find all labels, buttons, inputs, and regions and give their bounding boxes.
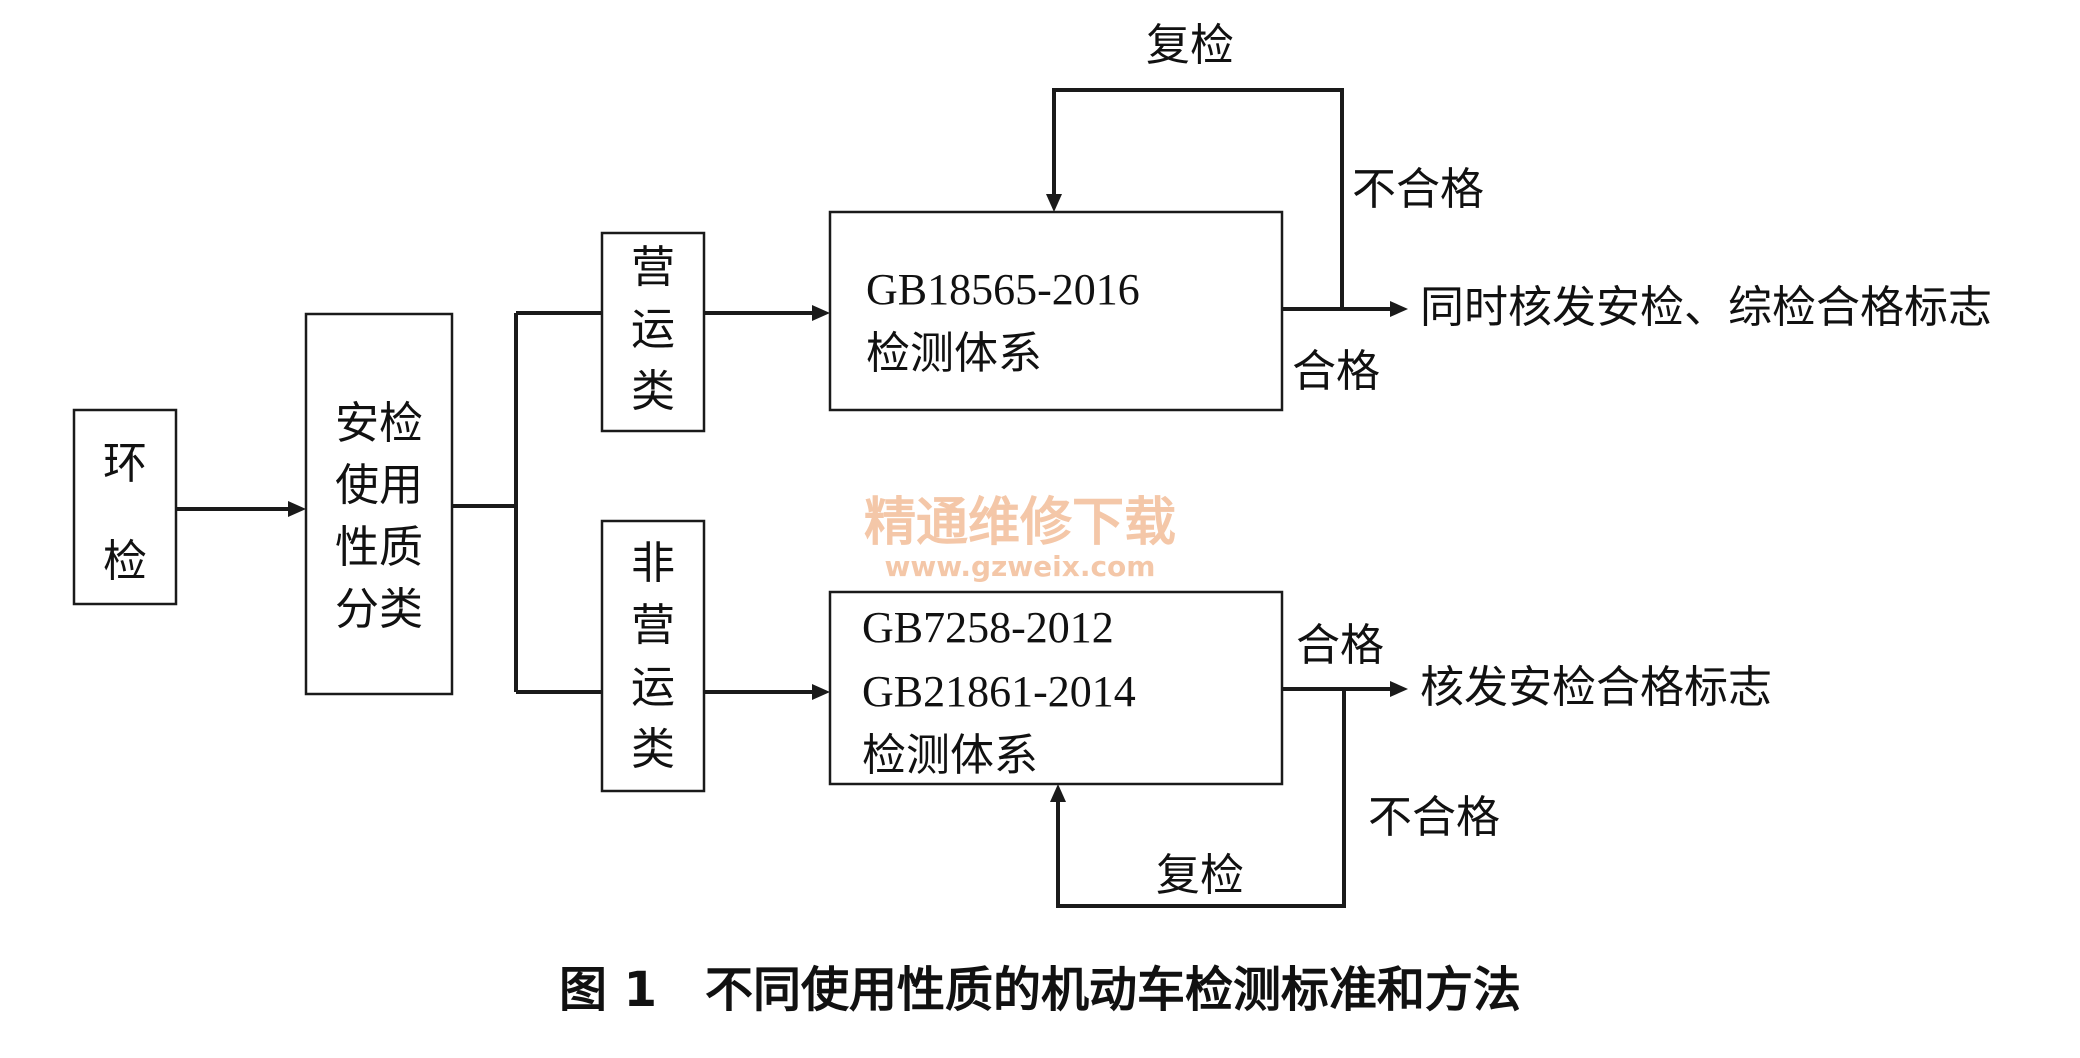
arrowhead	[1046, 194, 1062, 212]
std-top-system: 检测体系	[866, 328, 1042, 379]
label-result-top: 同时核发安检、综检合格标志	[1420, 282, 1992, 333]
noncommercial-char-3: 运	[631, 662, 675, 713]
node-commercial: 营 运 类	[600, 231, 706, 433]
label-fail-top: 不合格	[1352, 164, 1484, 215]
arrowhead	[812, 684, 830, 700]
std-bottom-system: 检测体系	[862, 730, 1038, 781]
arrowhead	[1390, 681, 1408, 697]
label-recheck-top: 复检	[1146, 20, 1234, 71]
watermark-line2: www.gzweix.com	[885, 550, 1156, 583]
arrowhead	[288, 501, 306, 517]
box-std-top	[828, 210, 1284, 412]
box-std-bottom	[828, 590, 1284, 786]
commercial-char-2: 运	[631, 304, 675, 355]
label-pass-top: 合格	[1292, 346, 1380, 397]
std-bottom-code-2: GB21861-2014	[862, 667, 1136, 716]
classify-line-1: 安检	[335, 398, 423, 449]
noncommercial-char-2: 营	[631, 600, 675, 651]
arrowhead	[812, 305, 830, 321]
node-std-top: GB18565-2016 检测体系	[828, 210, 1284, 412]
classify-line-3: 性质	[335, 522, 423, 573]
node-env-check: 环 检	[72, 408, 178, 606]
std-top-code: GB18565-2016	[866, 265, 1140, 314]
label-fail-bottom: 不合格	[1368, 792, 1500, 843]
box-noncommercial	[600, 519, 706, 793]
figure-caption: 图 1 不同使用性质的机动车检测标准和方法	[559, 962, 1521, 1018]
node-std-bottom: GB7258-2012 GB21861-2014 检测体系	[828, 590, 1284, 786]
arrowhead	[1390, 301, 1408, 317]
box-classify	[304, 312, 454, 696]
noncommercial-char-1: 非	[631, 538, 675, 589]
commercial-char-3: 类	[631, 366, 675, 417]
label-recheck-bottom: 复检	[1156, 850, 1244, 901]
env-check-char-2: 检	[103, 536, 147, 587]
std-bottom-code-1: GB7258-2012	[862, 603, 1114, 652]
classify-line-4: 分类	[335, 584, 423, 635]
connectors	[176, 88, 1408, 908]
classify-line-2: 使用	[335, 460, 423, 511]
node-noncommercial: 非 营 运 类	[600, 519, 706, 793]
watermark-line1: 精通维修下载	[864, 493, 1176, 553]
commercial-char-1: 营	[631, 242, 675, 293]
noncommercial-char-4: 类	[631, 724, 675, 775]
box-env-check	[72, 408, 178, 606]
label-result-bottom: 核发安检合格标志	[1420, 662, 1772, 713]
arrowhead	[1050, 784, 1066, 802]
edge-recheck-loop-top	[1052, 88, 1344, 309]
edge-recheck-loop-bottom	[1056, 689, 1346, 908]
edge-labels: 复检 不合格 合格 同时核发安检、综检合格标志 合格 核发安检合格标志 不合格 …	[1146, 20, 1992, 901]
box-commercial	[600, 231, 706, 433]
watermark: 精通维修下载 www.gzweix.com	[864, 493, 1176, 583]
node-classify: 安检 使用 性质 分类	[304, 312, 454, 696]
env-check-char-1: 环	[103, 438, 147, 489]
label-pass-bottom: 合格	[1296, 620, 1384, 671]
